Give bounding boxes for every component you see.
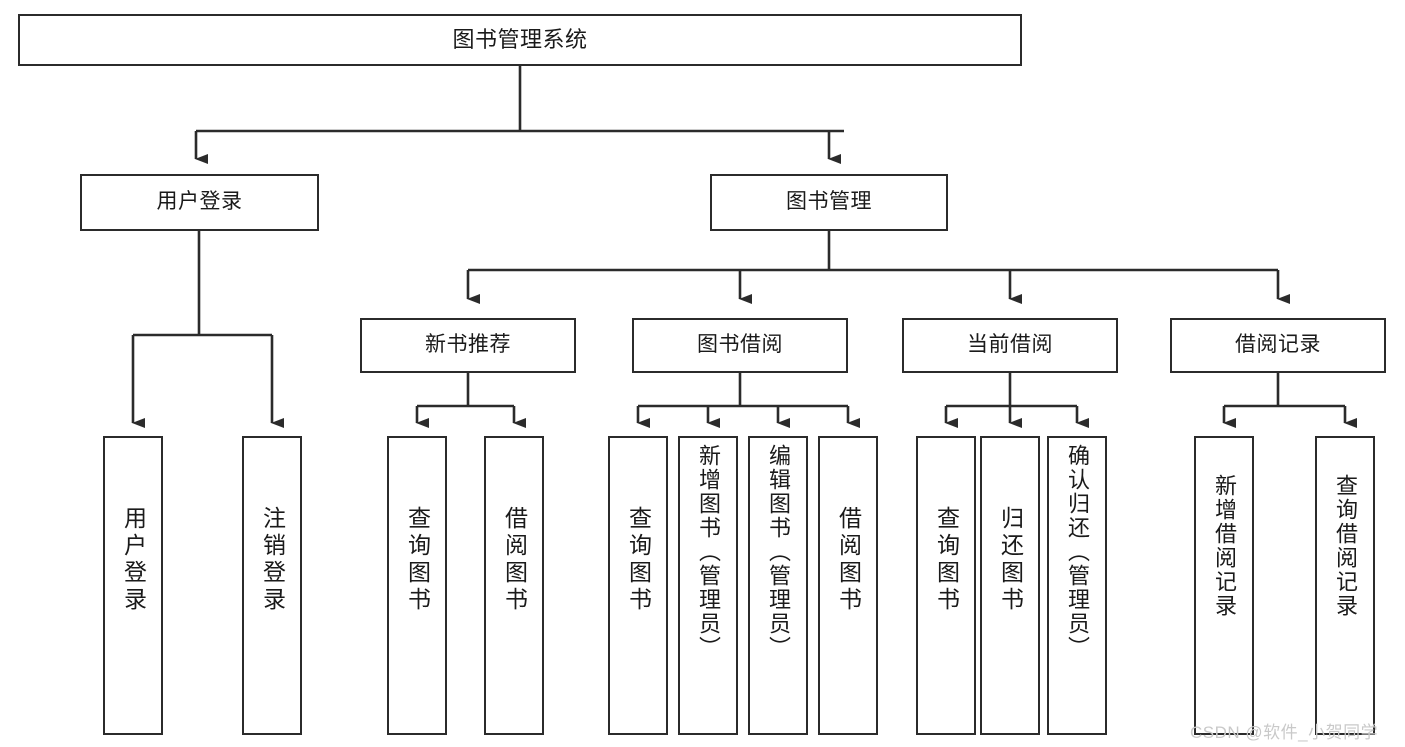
node-user-login[interactable]: 用户登录 [80, 174, 319, 231]
node-label: 注销登录 [259, 506, 286, 614]
leaf-confirm-return[interactable]: 确认归还（管理员） [1047, 436, 1107, 735]
node-label: 新增图书（管理员） [696, 444, 721, 660]
node-label: 图书管理系统 [452, 27, 588, 53]
leaf-query-book-borrow[interactable]: 查询图书 [608, 436, 668, 735]
leaf-user-logout[interactable]: 注销登录 [242, 436, 302, 735]
node-label: 归还图书 [997, 506, 1024, 614]
node-new-book-recommend[interactable]: 新书推荐 [360, 318, 576, 373]
leaf-query-book-recommend[interactable]: 查询图书 [387, 436, 447, 735]
csdn-watermark: CSDN @软件_小贺同学 [1190, 723, 1379, 742]
node-label: 用户登录 [120, 506, 147, 614]
leaf-borrow-book-recommend[interactable]: 借阅图书 [484, 436, 544, 735]
node-label: 查询借阅记录 [1333, 474, 1358, 618]
node-borrow-record[interactable]: 借阅记录 [1170, 318, 1386, 373]
node-label: 用户登录 [156, 190, 243, 214]
leaf-query-borrow-record[interactable]: 查询借阅记录 [1315, 436, 1375, 735]
node-label: 当前借阅 [967, 333, 1053, 357]
node-book-manage[interactable]: 图书管理 [710, 174, 948, 231]
leaf-return-book[interactable]: 归还图书 [980, 436, 1040, 735]
leaf-add-book[interactable]: 新增图书（管理员） [678, 436, 738, 735]
node-label: 图书借阅 [697, 333, 783, 357]
node-label: 新书推荐 [425, 333, 511, 357]
leaf-query-book-current[interactable]: 查询图书 [916, 436, 976, 735]
node-label: 编辑图书（管理员） [766, 444, 791, 660]
node-label: 查询图书 [404, 506, 431, 614]
leaf-add-borrow-record[interactable]: 新增借阅记录 [1194, 436, 1254, 735]
node-current-borrow[interactable]: 当前借阅 [902, 318, 1118, 373]
leaf-edit-book[interactable]: 编辑图书（管理员） [748, 436, 808, 735]
node-label: 查询图书 [625, 506, 652, 614]
node-label: 图书管理 [786, 190, 872, 214]
node-label: 新增借阅记录 [1212, 474, 1237, 618]
node-label: 借阅图书 [501, 506, 528, 614]
node-label: 借阅图书 [835, 506, 862, 614]
node-label: 查询图书 [933, 506, 960, 614]
node-root-system[interactable]: 图书管理系统 [18, 14, 1022, 66]
leaf-user-login[interactable]: 用户登录 [103, 436, 163, 735]
node-label: 借阅记录 [1235, 333, 1321, 357]
node-book-borrow[interactable]: 图书借阅 [632, 318, 848, 373]
node-label: 确认归还（管理员） [1065, 444, 1090, 660]
leaf-borrow-book-borrow[interactable]: 借阅图书 [818, 436, 878, 735]
